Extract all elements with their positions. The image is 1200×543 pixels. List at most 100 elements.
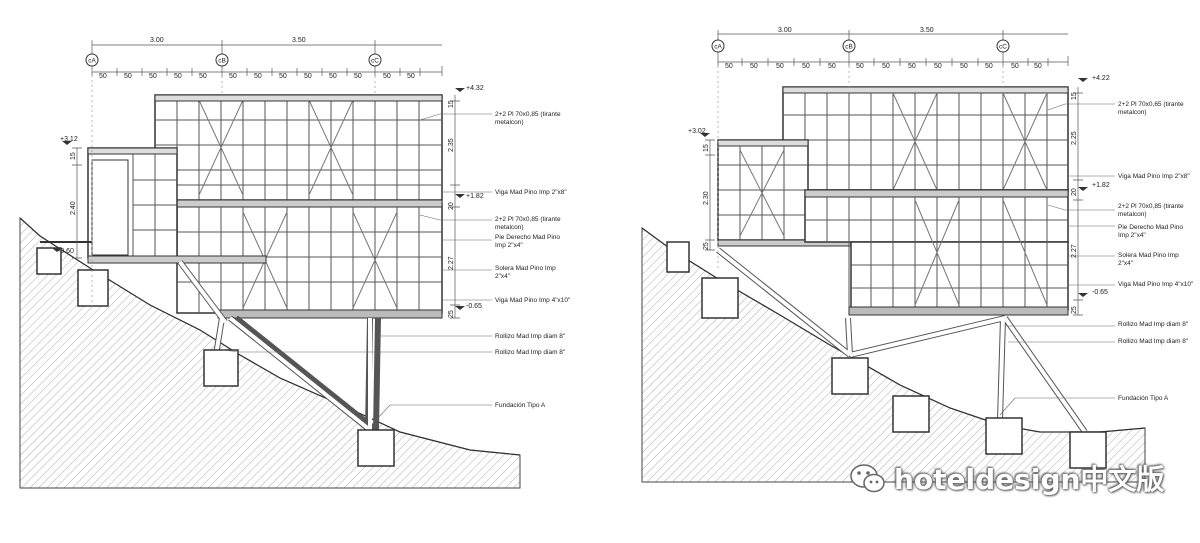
leaders-right (999, 103, 1115, 416)
dim-right-20: 20 (448, 202, 455, 210)
note: Pie Derecho Mad Pino (495, 234, 560, 241)
dim-cell: 50 (304, 73, 312, 80)
dim-cell: 50 (750, 63, 758, 70)
note: Rollizo Mad Imp diam 8" (1118, 338, 1189, 345)
frame-side-right (717, 139, 852, 247)
level: +1.82 (466, 193, 484, 200)
dim-cell: 50 (856, 63, 864, 70)
note: Solera Mad Pino Imp (1118, 252, 1179, 259)
dim-right-20: 20 (1071, 188, 1078, 196)
dim-cell: 50 (354, 73, 362, 80)
dim-cells-right: 50 50 50 50 50 50 50 50 50 50 50 50 50 (725, 63, 1042, 70)
dim-right-227: 2.27 (448, 256, 455, 270)
dim-cell: 50 (882, 63, 890, 70)
dim-cell: 50 (934, 63, 942, 70)
dim-left-15: 15 (703, 144, 710, 152)
grid-label: cC (371, 58, 379, 65)
dim-right-225: 2.25 (1071, 131, 1078, 145)
note: Viga Mad Pino Imp 4"x10" (495, 297, 571, 304)
dim-cell: 50 (1011, 63, 1019, 70)
leaders-left (221, 113, 492, 421)
level: +4.32 (466, 85, 484, 92)
watermark: hoteldesign中文版 (848, 458, 1164, 498)
dim-cell: 50 (1034, 63, 1042, 70)
note: Viga Mad Pino Imp 2"x8" (1118, 173, 1190, 180)
level: +3.12 (60, 136, 78, 143)
dim-cell: 50 (174, 73, 182, 80)
dim-cell: 50 (828, 63, 836, 70)
dim-cell: 50 (329, 73, 337, 80)
note: 2+2 Pl 70x0,85 (tirante (495, 111, 561, 118)
grid-bubbles-left: cA cB cC (85, 53, 382, 67)
notes-right: 2+2 Pl 70x0,65 (tirante metalcon) Viga M… (1118, 101, 1194, 402)
frame-upper-right (782, 86, 1069, 191)
dim-right-25: 25 (1071, 306, 1078, 314)
dim-cell: 50 (149, 73, 157, 80)
note: metalcon) (495, 119, 524, 126)
grid-label: cB (845, 44, 853, 51)
level: +1.82 (1092, 182, 1110, 189)
note: Imp 2"x4" (495, 242, 523, 249)
frame-lower-right (804, 189, 1069, 316)
note: Solera Mad Pino Imp (495, 265, 556, 272)
dim-cell: 50 (383, 73, 391, 80)
grid-bubbles-right: cA cB cC (711, 39, 1010, 53)
level: -0.60 (58, 248, 74, 255)
note: Pie Derecho Mad Pino (1118, 224, 1183, 231)
dim-top-left-2: 3.50 (292, 37, 306, 44)
supports-right (666, 241, 1107, 469)
dim-cell: 50 (960, 63, 968, 70)
dim-top-left-1: 3.00 (150, 37, 164, 44)
note: 2+2 Pl 70x0,65 (tirante (1118, 101, 1184, 108)
dim-cell: 50 (407, 73, 415, 80)
level: -0.65 (1092, 289, 1108, 296)
grid-label: cB (218, 58, 226, 65)
dim-cell: 50 (229, 73, 237, 80)
dim-top-right-1: 3.00 (778, 27, 792, 34)
note: Viga Mad Pino Imp 4"x10" (1118, 281, 1194, 288)
dim-cell: 50 (776, 63, 784, 70)
dim-cell: 50 (985, 63, 993, 70)
dim-cell: 50 (802, 63, 810, 70)
dim-left-15: 15 (70, 152, 77, 160)
note: Viga Mad Pino Imp 2"x8" (495, 189, 567, 196)
note: 2+2 Pl 70x0,85 (tirante (495, 216, 561, 223)
dimensions-right (705, 30, 1083, 316)
grid-label: cA (88, 58, 96, 65)
elevation-left: 3.00 3.50 50 50 50 50 50 50 50 50 50 50 … (19, 37, 571, 489)
dim-right-227: 2.27 (1071, 244, 1078, 258)
dim-right-25: 25 (448, 310, 455, 318)
frame-upper-left (154, 94, 443, 201)
supports-left (36, 247, 395, 467)
note: 2"x4" (1118, 260, 1134, 267)
level: +4.22 (1092, 75, 1110, 82)
levels-left: +4.32 +3.12 +1.82 -0.60 -0.65 (52, 85, 484, 310)
note: Fundación Tipo A (495, 402, 546, 409)
note: Fundación Tipo A (1118, 395, 1169, 402)
grid-label: cC (999, 44, 1007, 51)
note: metalcon) (495, 224, 524, 231)
note: Rollizo Mad Imp diam 8" (495, 349, 566, 356)
note: Rollizo Mad Imp diam 8" (1118, 321, 1189, 328)
dim-cell: 50 (254, 73, 262, 80)
level: +3.02 (688, 128, 706, 135)
note: Rollizo Mad Imp diam 8" (495, 333, 566, 340)
dim-cell: 50 (908, 63, 916, 70)
dim-right-15: 15 (448, 100, 455, 108)
dim-left-230: 2.30 (703, 191, 710, 205)
dim-top-right-2: 3.50 (920, 27, 934, 34)
level: -0.65 (466, 303, 482, 310)
dim-cells-left: 50 50 50 50 50 50 50 50 50 50 50 50 50 (99, 73, 415, 80)
frame-side-left (40, 147, 267, 264)
elevation-right: 3.00 3.50 50 50 50 50 50 50 50 50 50 50 … (641, 27, 1194, 483)
dim-cell: 50 (199, 73, 207, 80)
dim-left-240: 2.40 (70, 201, 77, 215)
grid-label: cA (714, 44, 722, 51)
note: Imp 2"x4" (1118, 232, 1146, 239)
note: 2"x4" (495, 273, 511, 280)
note: 2+2 Pl 70x0,85 (tirante (1118, 203, 1184, 210)
dim-right-15: 15 (1071, 92, 1078, 100)
levels-right: +4.22 +3.02 +1.82 -0.65 (688, 75, 1110, 297)
dim-left-25: 25 (703, 242, 710, 250)
